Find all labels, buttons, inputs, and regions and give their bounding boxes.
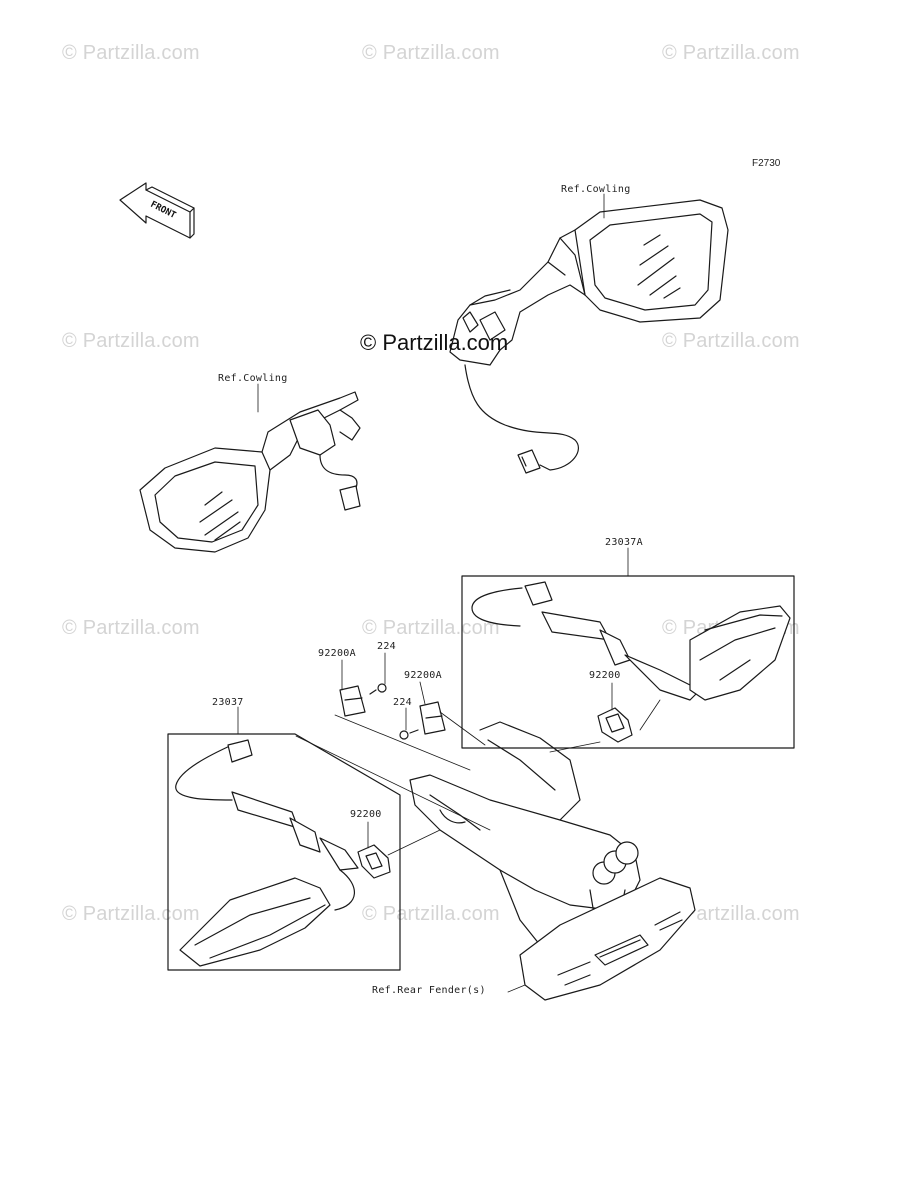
watermark-center: © Partzilla.com — [360, 330, 509, 355]
figure-id: F2730 — [752, 158, 781, 169]
watermark: © Partzilla.com — [62, 617, 200, 639]
watermark: © Partzilla.com — [662, 330, 800, 352]
label-224-2: 224 — [393, 697, 412, 708]
gasket-92200-right — [597, 707, 633, 743]
label-224-1: 224 — [377, 641, 396, 652]
label-92200A-1: 92200A — [318, 648, 356, 659]
left-mirror — [139, 391, 361, 553]
bracket-92200A-2 — [419, 701, 446, 735]
label-92200-left: 92200 — [350, 809, 382, 820]
gasket-92200-left — [357, 844, 391, 879]
rear-fender — [409, 721, 696, 1001]
bracket-92200A-1 — [339, 685, 366, 717]
right-mirror — [449, 199, 729, 474]
label-23037A: 23037A — [605, 537, 643, 548]
watermark: © Partzilla.com — [62, 330, 200, 352]
watermark: © Partzilla.com — [362, 903, 500, 925]
bolt-224-1 — [369, 683, 387, 695]
front-arrow-icon — [119, 182, 195, 239]
label-ref-cowling-right: Ref.Cowling — [561, 184, 631, 195]
watermark: © Partzilla.com — [662, 42, 800, 64]
watermark: © Partzilla.com — [362, 617, 500, 639]
right-turn-signal — [471, 581, 791, 701]
label-92200-right: 92200 — [589, 670, 621, 681]
label-23037: 23037 — [212, 697, 244, 708]
label-ref-cowling-left: Ref.Cowling — [218, 373, 288, 384]
bolt-224-2 — [399, 729, 419, 740]
watermark: © Partzilla.com — [62, 42, 200, 64]
label-92200A-2: 92200A — [404, 670, 442, 681]
watermark: © Partzilla.com — [62, 903, 200, 925]
box-23037 — [167, 733, 401, 971]
watermark: © Partzilla.com — [362, 42, 500, 64]
label-ref-rear-fender: Ref.Rear Fender(s) — [372, 985, 486, 996]
left-turn-signal — [175, 739, 359, 967]
watermark: © Partzilla.com — [662, 903, 800, 925]
